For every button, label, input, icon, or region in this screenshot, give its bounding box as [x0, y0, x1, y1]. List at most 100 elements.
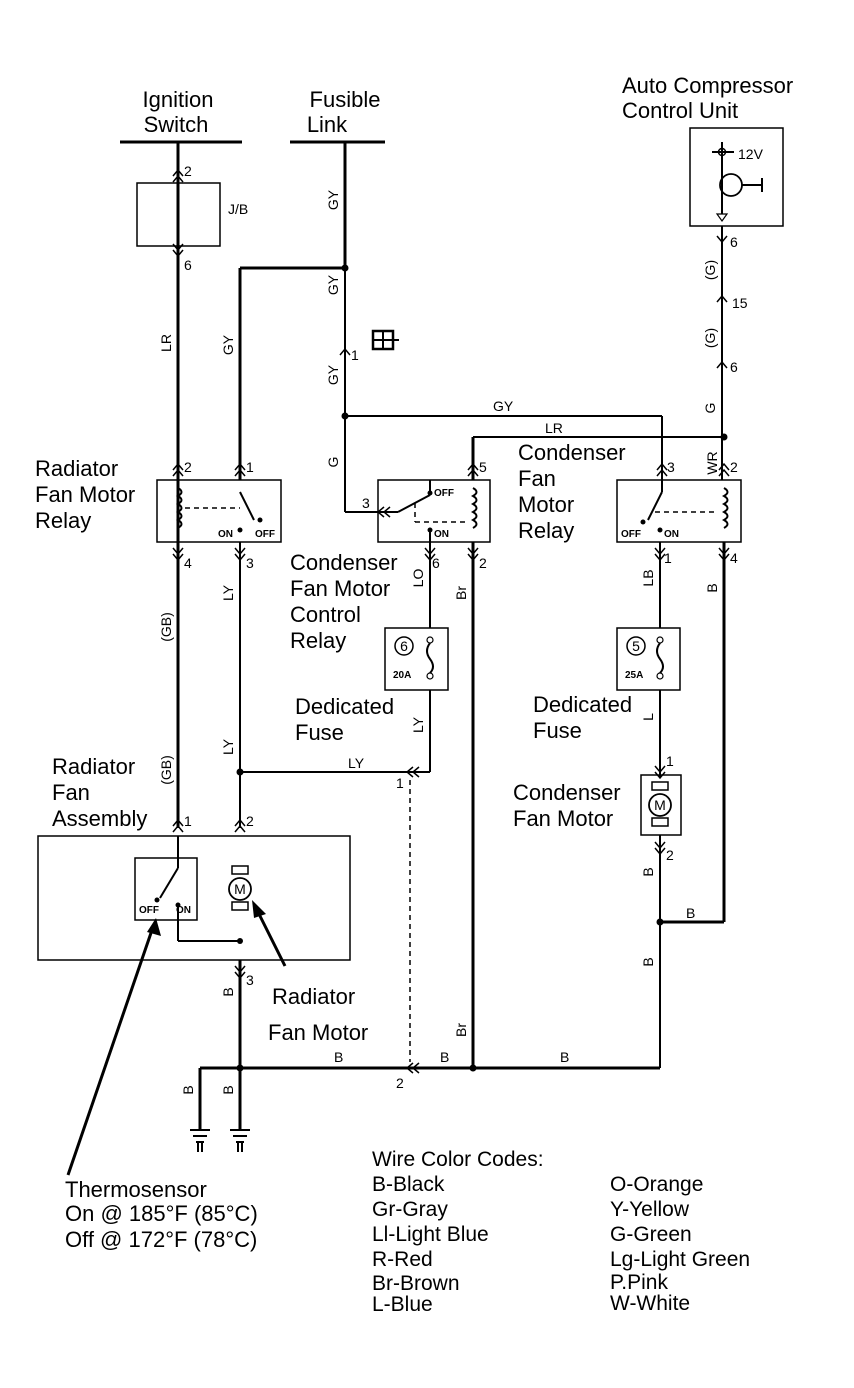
wire-paren-g-2: (G) — [702, 328, 718, 348]
control-relay-label-1: Condenser — [290, 550, 398, 575]
wire-b-3: B — [686, 905, 695, 921]
pin-cfm-1: 1 — [666, 753, 674, 769]
transistor-icon — [719, 173, 743, 197]
radiator-motor-icon — [228, 877, 252, 901]
pin-cfr-4: 4 — [730, 550, 738, 566]
thermosensor-label: Thermosensor — [65, 1177, 207, 1202]
wire-b-10: B — [220, 1085, 236, 1094]
control-relay-label-4: Relay — [290, 628, 346, 653]
junction-block: J/B — [136, 182, 248, 247]
thermosensor-callout: Thermosensor On @ 185°F (85°C) Off @ 172… — [65, 918, 258, 1252]
wire-b-1: B — [704, 583, 720, 592]
control-relay-label-2: Fan Motor — [290, 576, 390, 601]
wire-g-1: G — [325, 457, 341, 468]
wire-ly-1: LY — [220, 584, 236, 601]
pin-rr-2: 2 — [184, 459, 192, 475]
wire-color-legend: Wire Color Codes: B-Black Gr-Gray Ll-Lig… — [372, 1148, 750, 1316]
condenser-motor-label-1: Condenser — [513, 780, 621, 805]
thermosensor-off-temp: Off @ 172°F (78°C) — [65, 1227, 257, 1252]
radiator-fan-motor-relay: Radiator Fan Motor Relay ON OFF — [35, 456, 282, 543]
pin-cr-3: 3 — [362, 495, 370, 511]
radiator-motor-label-2: Fan Motor — [268, 1020, 368, 1045]
legend-left-0: B-Black — [372, 1173, 445, 1196]
condenser-motor-icon — [648, 793, 672, 817]
radiator-fan-assembly: Radiator Fan Assembly OFF ON M — [37, 754, 351, 961]
wire-ly-2: LY — [220, 738, 236, 755]
wire-l: L — [640, 713, 656, 721]
legend-right-4: P.Pink — [610, 1271, 668, 1294]
junction-dots — [236, 264, 728, 1072]
compressor-unit-label-2: Control Unit — [622, 98, 738, 123]
wire-lr-1: LR — [158, 334, 174, 352]
control-relay-label-3: Control — [290, 602, 361, 627]
condenser-relay-off: OFF — [621, 529, 641, 540]
ground-icon-left — [190, 1129, 210, 1152]
condenser-relay-label-3: Motor — [518, 492, 574, 517]
ignition-switch-label-2: Switch — [144, 112, 209, 137]
wire-gy-4: GY — [220, 334, 236, 355]
relay-box-icon — [371, 329, 399, 351]
wire-gb-2: (GB) — [158, 755, 174, 785]
dedicated-fuse-right-label-1: Dedicated — [533, 692, 632, 717]
legend-title: Wire Color Codes: — [372, 1148, 544, 1171]
legend-left-2: Ll-Light Blue — [372, 1223, 489, 1246]
wire-b-5: B — [220, 987, 236, 996]
pin-cr-6: 6 — [432, 555, 440, 571]
radiator-assembly-label-3: Assembly — [52, 806, 147, 831]
wire-gy-2: GY — [325, 274, 341, 295]
dedicated-fuse-25a: 5 25A Dedicated Fuse — [533, 627, 681, 743]
pin-ign-2: 2 — [184, 163, 192, 179]
condenser-fan-motor-control-relay: OFF ON Condenser Fan Motor Control Relay — [290, 479, 491, 653]
ignition-switch-label-1: Ignition — [143, 87, 214, 112]
wire-b-9: B — [180, 1085, 196, 1094]
ignition-switch: Ignition Switch — [120, 87, 242, 144]
pin-numbers: 2 6 2 1 4 3 1 3 5 6 2 6 15 6 3 2 1 4 1 2… — [184, 163, 748, 1091]
relay-coil-icon — [175, 487, 183, 529]
fuse-right-rating: 25A — [625, 670, 643, 681]
condenser-relay-label-2: Fan — [518, 466, 556, 491]
pin-rr-4: 4 — [184, 555, 192, 571]
condenser-fan-motor-relay: Condenser Fan Motor Relay OFF ON — [518, 440, 742, 543]
legend-right-3: Lg-Light Green — [610, 1248, 750, 1271]
control-relay-on: ON — [434, 529, 449, 540]
radiator-relay-on: ON — [218, 529, 233, 540]
compressor-control-unit: Auto Compressor Control Unit 12V — [622, 73, 793, 227]
wire-gy-1: GY — [325, 189, 341, 210]
wire-b-4: B — [640, 957, 656, 966]
pin-fl-1: 1 — [351, 347, 359, 363]
legend-left-1: Gr-Gray — [372, 1198, 448, 1221]
legend-left-5: L-Blue — [372, 1293, 433, 1316]
legend-left-3: R-Red — [372, 1248, 433, 1271]
wire-ly-3: LY — [348, 755, 365, 771]
pin-comp-15: 15 — [732, 295, 748, 311]
wire-gy-5: GY — [493, 398, 514, 414]
pin-cfr-3: 3 — [667, 459, 675, 475]
pin-rfa-1: 1 — [184, 813, 192, 829]
fuse-left-rating: 20A — [393, 670, 411, 681]
wire-b-7: B — [440, 1049, 449, 1065]
pin-cr-2: 2 — [479, 555, 487, 571]
radiator-relay-label-2: Fan Motor — [35, 482, 135, 507]
wire-b-6: B — [334, 1049, 343, 1065]
pin-cr-5: 5 — [479, 459, 487, 475]
radiator-relay-label-3: Relay — [35, 508, 91, 533]
fusible-link-label-2: Link — [307, 112, 348, 137]
pin-cfr-1: 1 — [664, 550, 672, 566]
pin-rfa-3: 3 — [246, 972, 254, 988]
thermosensor-on: ON — [176, 905, 191, 916]
legend-right-1: Y-Yellow — [610, 1198, 690, 1221]
condenser-fan-motor: Condenser Fan Motor M — [513, 774, 682, 836]
radiator-assembly-label-2: Fan — [52, 780, 90, 805]
thermosensor-off: OFF — [139, 905, 159, 916]
wire-b-8: B — [560, 1049, 569, 1065]
fuse-left-number: 6 — [400, 638, 408, 654]
dedicated-fuse-left-label-2: Fuse — [295, 720, 344, 745]
fuse-right-number: 5 — [632, 638, 640, 654]
radiator-assembly-label-1: Radiator — [52, 754, 135, 779]
dedicated-fuse-20a: 6 20A Dedicated Fuse — [295, 627, 449, 745]
jb-label: J/B — [228, 201, 248, 217]
pin-rr-3: 3 — [246, 555, 254, 571]
pin-rr-1: 1 — [246, 459, 254, 475]
wire-paren-g-1: (G) — [702, 260, 718, 280]
